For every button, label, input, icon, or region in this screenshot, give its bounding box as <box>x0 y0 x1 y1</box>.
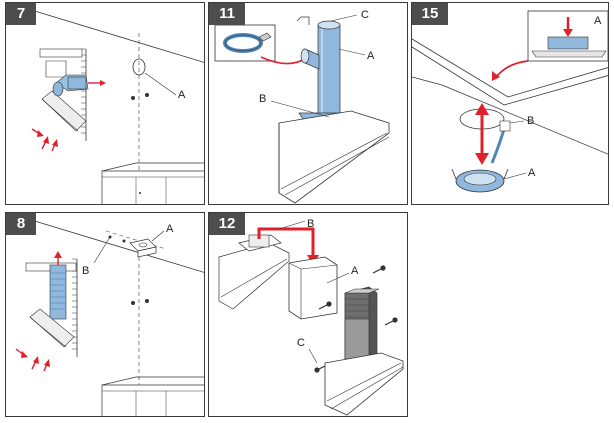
step-15-illustration <box>412 10 608 193</box>
label-c: C <box>297 337 305 349</box>
step-7-illustration <box>27 8 204 204</box>
label-c: C <box>361 9 369 21</box>
label-b: B <box>527 115 535 127</box>
panel-step-12: 12 <box>208 212 408 417</box>
label-b: B <box>82 265 90 277</box>
step-number-badge: 8 <box>6 213 36 235</box>
label-a: A <box>351 265 359 277</box>
label-b: B <box>259 93 267 105</box>
step-number-badge: 12 <box>209 213 245 235</box>
panel-step-15: 15 A B A <box>411 2 609 205</box>
step-number-badge: 7 <box>6 3 36 25</box>
step-8-illustration <box>15 218 204 416</box>
step-11-illustration <box>214 14 390 204</box>
panel-step-8: 8 <box>5 212 205 417</box>
label-a: A <box>367 50 375 62</box>
label-a-inset: A <box>594 15 602 27</box>
label-a: A <box>166 223 174 235</box>
step-number-badge: 11 <box>209 3 245 25</box>
label-b: B <box>307 218 315 230</box>
step-number-badge: 15 <box>412 3 448 25</box>
label-a: A <box>178 89 186 101</box>
step-12-illustration <box>218 220 404 416</box>
panel-step-11: 11 C A B <box>208 2 408 205</box>
label-a: A <box>528 167 536 179</box>
panel-step-7: 7 <box>5 2 205 205</box>
